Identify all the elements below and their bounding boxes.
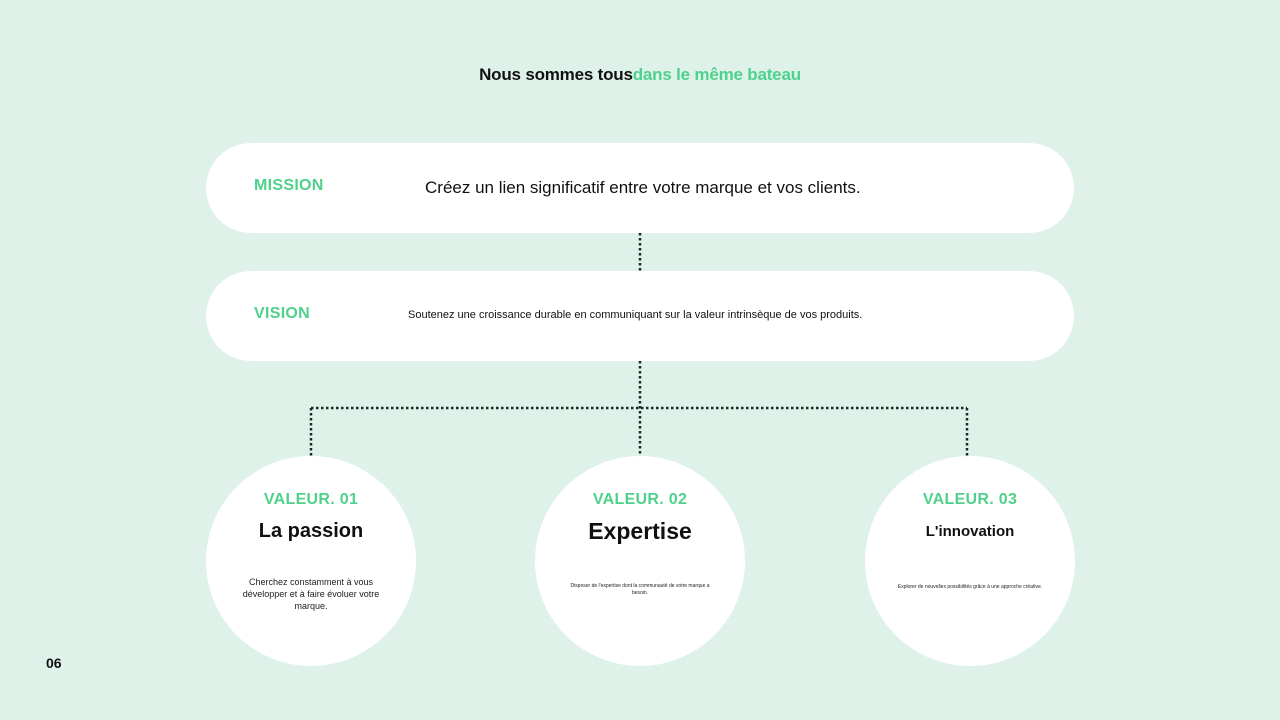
value-1-label: VALEUR. 01: [263, 491, 359, 508]
value-3-description: Explorer de nouvelles possibilités grâce…: [897, 584, 1043, 590]
slide-title-part-1: Nous sommes tous: [479, 65, 633, 84]
vision-card: VISION Soutenez une croissance durable e…: [206, 271, 1074, 361]
value-card-2: VALEUR. 02 Expertise Disposer de l'exper…: [535, 456, 745, 666]
vision-text: Soutenez une croissance durable en commu…: [408, 309, 863, 321]
page-number: 06: [46, 655, 62, 671]
value-1-description: Cherchez constamment à vous développer e…: [242, 577, 380, 611]
value-2-label: VALEUR. 02: [592, 491, 688, 508]
mission-card: MISSION Créez un lien significatif entre…: [206, 143, 1074, 233]
value-card-3: VALEUR. 03 L'innovation Explorer de nouv…: [865, 456, 1075, 666]
mission-label: MISSION: [254, 177, 324, 194]
value-card-1: VALEUR. 01 La passion Cherchez constamme…: [206, 456, 416, 666]
value-3-title: L'innovation: [925, 523, 1015, 540]
value-2-title: Expertise: [588, 518, 692, 544]
value-2-description: Disposer de l'expertise dont la communau…: [570, 583, 710, 596]
value-3-label: VALEUR. 03: [922, 491, 1018, 508]
vision-label: VISION: [254, 305, 311, 322]
mission-text: Créez un lien significatif entre votre m…: [425, 178, 861, 197]
slide-title-part-2: dans le même bateau: [632, 65, 801, 84]
slide-title: Nous sommes tousdans le même bateau: [0, 65, 1280, 85]
value-1-title: La passion: [258, 520, 364, 542]
